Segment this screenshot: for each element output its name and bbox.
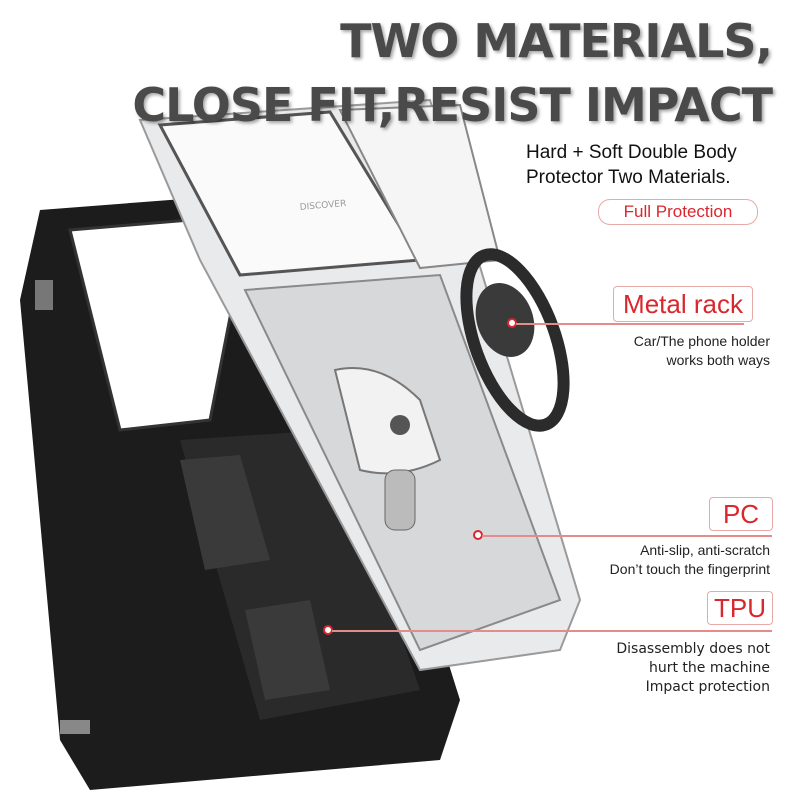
tpu-pointer-line bbox=[332, 630, 772, 632]
pointer-dot bbox=[507, 318, 517, 328]
tpu-badge: TPU bbox=[707, 591, 773, 625]
metal-rack-description: Car/The phone holder works both ways bbox=[634, 332, 770, 370]
full-protection-badge: Full Protection bbox=[598, 199, 758, 225]
metal-rack-pointer-line bbox=[516, 323, 744, 325]
description-line: Anti-slip, anti-scratch bbox=[640, 542, 770, 558]
intro-line: Hard + Soft Double Body bbox=[526, 142, 737, 163]
headline-line2: CLOSE FIT,RESIST IMPACT bbox=[132, 78, 773, 132]
headline-line1: TWO MATERIALS, bbox=[340, 14, 773, 68]
description-line: Don’t touch the fingerprint bbox=[609, 561, 770, 577]
pointer-dot bbox=[473, 530, 483, 540]
intro-line: Protector Two Materials. bbox=[526, 167, 731, 188]
pc-badge: PC bbox=[709, 497, 773, 531]
intro-text: Hard + Soft Double Body Protector Two Ma… bbox=[526, 140, 737, 190]
tpu-description: Disassembly does not hurt the machine Im… bbox=[616, 640, 770, 697]
pc-pointer-line bbox=[482, 535, 772, 537]
description-line: Disassembly does not bbox=[616, 641, 770, 657]
description-line: Impact protection bbox=[645, 679, 770, 695]
pointer-dot bbox=[323, 625, 333, 635]
metal-rack-badge: Metal rack bbox=[613, 286, 753, 322]
svg-text:DISCOVER: DISCOVER bbox=[299, 199, 346, 213]
description-line: works both ways bbox=[666, 352, 770, 368]
pc-description: Anti-slip, anti-scratch Don’t touch the … bbox=[610, 541, 770, 579]
description-line: Car/The phone holder bbox=[633, 333, 770, 349]
description-line: hurt the machine bbox=[648, 660, 770, 676]
metal-ring-holder bbox=[460, 248, 570, 432]
